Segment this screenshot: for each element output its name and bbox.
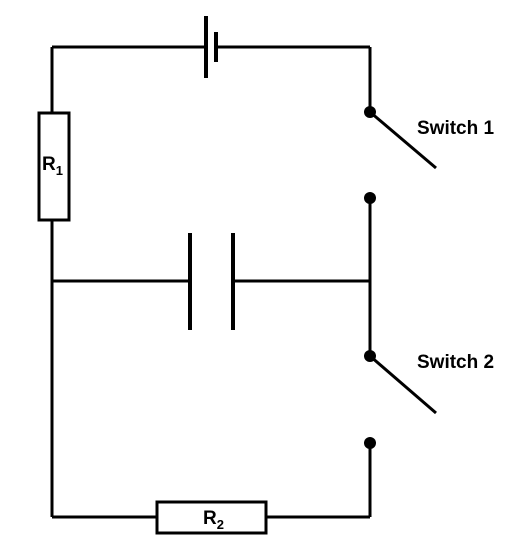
switch-2-blade: [369, 354, 437, 415]
resistor-r2-label: R2: [203, 508, 224, 532]
switch-2: Switch 2: [364, 350, 494, 449]
resistor-r2-body: [155, 500, 268, 535]
switch-1: Switch 1: [364, 106, 495, 204]
resistor-r1-letter: R: [42, 154, 56, 175]
switch-1-blade: [369, 110, 437, 170]
switch-2-label: Switch 2: [417, 352, 494, 373]
resistor-r1-body: [37, 111, 71, 222]
switch-1-label: Switch 1: [417, 118, 495, 139]
resistor-r2-letter: R: [203, 508, 217, 529]
resistor-r2: R2: [155, 500, 268, 535]
resistor-r1-label: R1: [42, 154, 63, 178]
resistor-r1: R1: [37, 111, 71, 222]
resistor-r1-subscript: 1: [56, 163, 63, 178]
resistor-r2-subscript: 2: [217, 517, 224, 532]
